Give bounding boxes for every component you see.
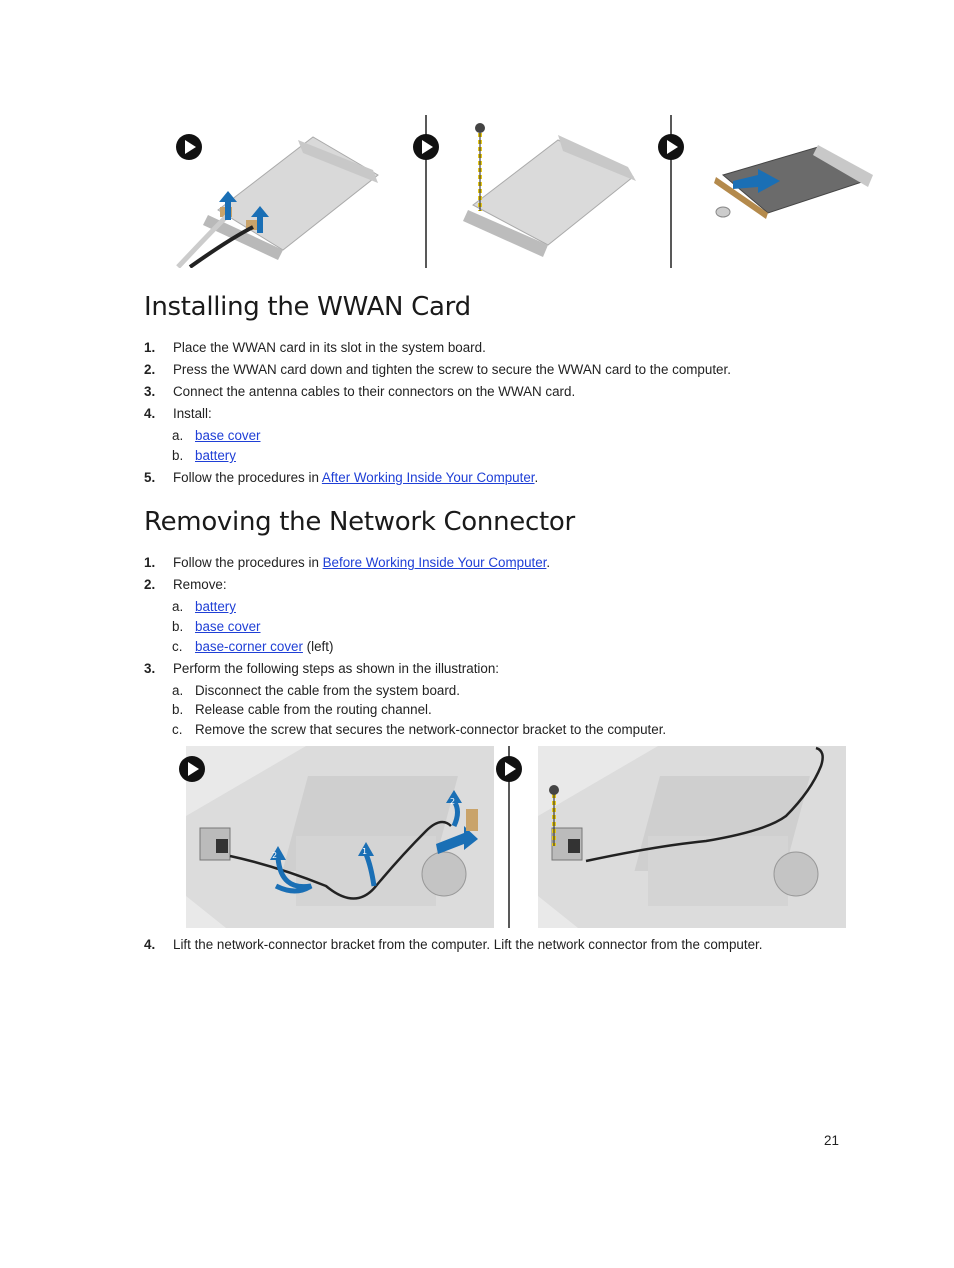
step-number: 4. <box>144 406 156 421</box>
install-sub-item-a: a. base cover <box>172 427 261 445</box>
step-number: 2. <box>144 577 156 592</box>
step-text-before: Follow the procedures in <box>173 470 322 485</box>
step-number: 4. <box>144 937 156 952</box>
remove-sub-item-b: b. base cover <box>172 618 261 636</box>
remove-sub-item-a: a. battery <box>172 598 236 616</box>
step-text: Remove: <box>173 577 227 592</box>
sub-letter: b. <box>172 702 184 717</box>
step-number: 1. <box>144 340 156 355</box>
step-text-after: . <box>546 555 551 570</box>
play-icon <box>413 134 439 160</box>
after-working-inside-link[interactable]: After Working Inside Your Computer <box>321 470 535 485</box>
before-working-inside-link[interactable]: Before Working Inside Your Computer <box>322 555 547 570</box>
wwan-removal-illustration <box>176 115 873 269</box>
sub-letter: c. <box>172 722 183 737</box>
network-connector-illustration: 2 1 2 <box>186 746 846 928</box>
step-text: Place the WWAN card in its slot in the s… <box>173 340 486 355</box>
remove-heading: Removing the Network Connector <box>144 507 575 537</box>
network-panel-2 <box>538 746 846 928</box>
step-text-before: Follow the procedures in <box>173 555 323 570</box>
base-cover-link[interactable]: base cover <box>195 428 261 443</box>
step-text: Connect the antenna cables to their conn… <box>173 384 576 399</box>
battery-link[interactable]: battery <box>195 599 236 614</box>
wwan-panel-1 <box>176 136 379 269</box>
arrow-label: 2 <box>450 797 455 806</box>
sub-suffix: (left) <box>302 639 334 654</box>
remove-sub-item-c: c. base-corner cover (left) <box>172 638 333 656</box>
arrow-label: 1 <box>362 847 367 856</box>
wwan-illustration-strip <box>168 115 880 269</box>
step-number: 5. <box>144 470 156 485</box>
step-number: 1. <box>144 555 156 570</box>
network-panel-1: 2 1 2 <box>186 746 494 928</box>
step-number: 2. <box>144 362 156 377</box>
sub-letter: a. <box>172 683 184 698</box>
install-heading: Installing the WWAN Card <box>144 292 471 322</box>
network-connector-removal-illustration: 2 1 2 <box>186 746 846 928</box>
sub-letter: b. <box>172 448 184 463</box>
step-text: Follow the procedures in After Working I… <box>173 469 833 487</box>
sub-text: Release cable from the routing channel. <box>195 702 432 717</box>
step-text: Install: <box>173 406 212 421</box>
sub-letter: a. <box>172 428 184 443</box>
remove-step3-sub-c: c. Remove the screw that secures the netw… <box>172 721 666 739</box>
sub-letter: a. <box>172 599 184 614</box>
base-cover-link[interactable]: base cover <box>195 619 261 634</box>
arrow-label: 2 <box>272 851 277 860</box>
sub-letter: b. <box>172 619 184 634</box>
page-number: 21 <box>824 1133 839 1148</box>
sub-letter: c. <box>172 639 183 654</box>
step-text-after: . <box>534 470 539 485</box>
sub-text: Remove the screw that secures the networ… <box>195 722 667 737</box>
step-number: 3. <box>144 661 156 676</box>
step-text: Lift the network-connector bracket from … <box>173 937 763 952</box>
step-text: Perform the following steps as shown in … <box>173 661 499 676</box>
wwan-panel-3 <box>714 145 873 219</box>
play-icon <box>496 756 522 782</box>
play-icon <box>179 756 205 782</box>
play-icon <box>658 134 684 160</box>
play-icon <box>176 134 202 160</box>
base-corner-cover-link[interactable]: base-corner cover <box>195 639 303 654</box>
install-sub-item-b: b. battery <box>172 447 236 465</box>
battery-link[interactable]: battery <box>195 448 236 463</box>
remove-step3-sub-b: b. Release cable from the routing channel… <box>172 701 432 719</box>
remove-step3-sub-a: a. Disconnect the cable from the system b… <box>172 682 460 700</box>
step-text: Follow the procedures in Before Working … <box>173 554 833 572</box>
sub-text: Disconnect the cable from the system boa… <box>195 683 460 698</box>
wwan-panel-2 <box>463 123 636 257</box>
step-number: 3. <box>144 384 156 399</box>
step-text: Press the WWAN card down and tighten the… <box>173 362 731 377</box>
